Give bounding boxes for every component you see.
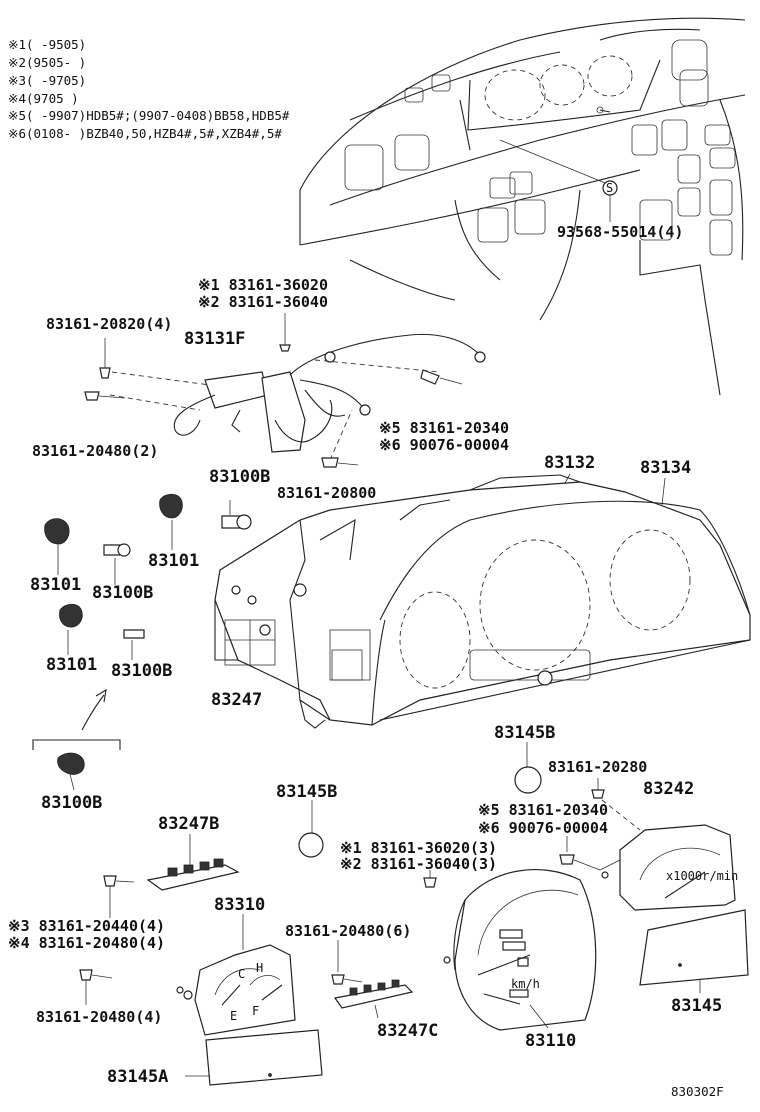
tachometer-83242: x1000r/min — [599, 824, 738, 911]
label-83100B-inset: 83100B — [41, 793, 102, 813]
lens-plate-83145 — [639, 909, 749, 986]
label-83242: 83242 — [643, 779, 694, 799]
label-83161-36040-bottom: ※2 83161-36040(3) — [340, 855, 497, 873]
label-83110: 83110 — [525, 1031, 576, 1051]
label-83100B-mid: 83100B — [92, 583, 153, 603]
label-83101-left: 83101 — [30, 575, 81, 595]
lens-83145B-left — [298, 832, 324, 858]
note-1: ※1( -9505) — [8, 37, 86, 52]
socket-board-83247C — [333, 979, 414, 1019]
label-83131F: 83131F — [184, 329, 245, 349]
label-83161-20280: 83161-20280 — [548, 758, 647, 776]
note-4: ※4(9705 ) — [8, 91, 79, 106]
label-83101-right: 83101 — [148, 551, 199, 571]
label-83161-20480-4-top: ※4 83161-20480(4) — [8, 934, 165, 952]
label-83161-36020-top: ※1 83161-36020 — [198, 276, 328, 294]
label-93568-55014: 93568-55014(4) — [557, 223, 683, 241]
figure-code: 830302F — [671, 1084, 724, 1099]
label-83161-20440: ※3 83161-20440(4) — [8, 917, 165, 935]
label-83247: 83247 — [211, 690, 262, 710]
bulbs-and-sockets — [44, 493, 252, 660]
label-83161-20480-4-bottom: 83161-20480(4) — [36, 1008, 162, 1026]
label-83161-20480-2: 83161-20480(2) — [32, 442, 158, 460]
label-83161-36020-bottom: ※1 83161-36020(3) — [340, 839, 497, 857]
note-6: ※6(0108- )BZB40,50,HZB4#,5#,XZB4#,5# — [8, 126, 282, 141]
label-83100B-low: 83100B — [111, 661, 172, 681]
speedometer-83110: km/h — [443, 869, 597, 1031]
note-2: ※2(9505- ) — [8, 55, 86, 70]
label-83247B: 83247B — [158, 814, 219, 834]
temp-h-label: H — [256, 961, 263, 975]
note-3: ※3( -9705) — [8, 73, 86, 88]
label-83145A: 83145A — [107, 1067, 168, 1087]
temp-c-label: C — [238, 967, 245, 981]
label-83145B-right: 83145B — [494, 723, 555, 743]
bulb-inset — [32, 688, 121, 791]
label-83132: 83132 — [544, 453, 595, 473]
label-90076-00004-bottom: ※6 90076-00004 — [478, 819, 608, 837]
label-83145: 83145 — [671, 996, 722, 1016]
fuel-e-label: E — [230, 1009, 237, 1023]
fuel-f-label: F — [252, 1004, 259, 1018]
label-83161-36040-top: ※2 83161-36040 — [198, 293, 328, 311]
label-83161-20340-bottom: ※5 83161-20340 — [478, 801, 608, 819]
note-5: ※5( -9907)HDB5#;(9907-0408)BB58,HDB5# — [8, 108, 290, 123]
label-83161-20800: 83161-20800 — [277, 484, 376, 502]
label-83247C: 83247C — [377, 1021, 438, 1041]
cluster-housing-83132 — [214, 474, 751, 729]
fuel-temp-gauge-83310: C H E F — [176, 944, 296, 1036]
tacho-scale-text: x1000r/min — [666, 869, 738, 883]
speed-unit-label: km/h — [511, 977, 540, 991]
label-83161-20340-top: ※5 83161-20340 — [379, 419, 509, 437]
socket-board-83247B — [146, 858, 240, 891]
label-83161-20480-6: 83161-20480(6) — [285, 922, 411, 940]
screw-marker-s-label: S — [606, 181, 613, 195]
label-83101-low: 83101 — [46, 655, 97, 675]
lens-plate-83145A — [205, 1029, 323, 1086]
label-83145B-left: 83145B — [276, 782, 337, 802]
label-83161-20820: 83161-20820(4) — [46, 315, 172, 333]
lens-83145B-right — [514, 766, 542, 794]
dashboard-illustration: S — [299, 17, 746, 396]
label-83310: 83310 — [214, 895, 265, 915]
label-90076-00004-top: ※6 90076-00004 — [379, 436, 509, 454]
label-83134: 83134 — [640, 458, 691, 478]
label-83100B-top: 83100B — [209, 467, 270, 487]
printed-circuit-83131F — [84, 313, 486, 468]
applicability-notes: ※1( -9505) ※2(9505- ) ※3( -9705) ※4(9705… — [8, 37, 290, 141]
